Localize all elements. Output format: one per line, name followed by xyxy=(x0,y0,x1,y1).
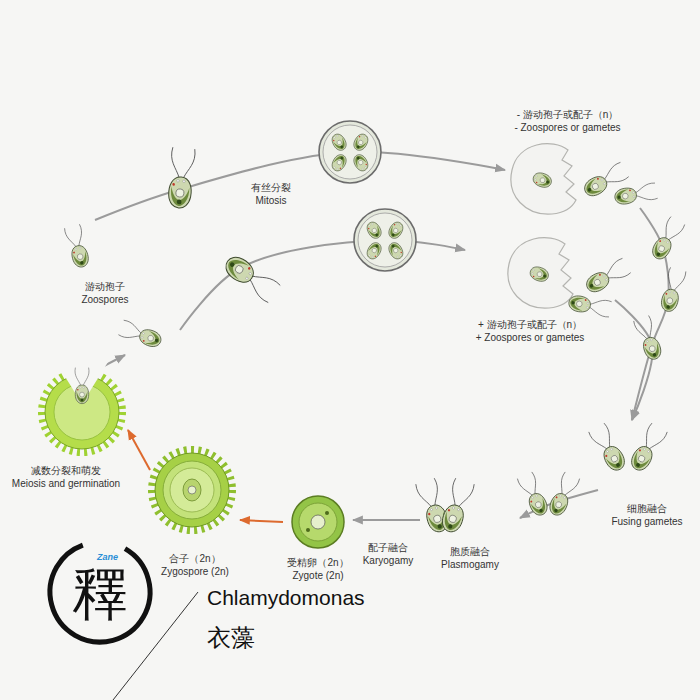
caption-text: - Zoospores or gametes xyxy=(514,121,620,134)
stage-node: + 游动孢子或配子（n）+ Zoospores or gametes xyxy=(465,230,615,350)
caption-text: Zygospore (2n) xyxy=(161,565,229,578)
pairing-gamete xyxy=(547,472,580,518)
stage-node: 受精卵（2n）Zygote (2n) xyxy=(283,490,353,586)
chinese-name: 衣藻 xyxy=(207,624,255,652)
stage-node: - 游动孢子或配子（n）- Zoospores or gametes xyxy=(505,106,655,208)
caption-text: 游动孢子 xyxy=(81,280,128,293)
process-label: 配子融合 Karyogamy xyxy=(359,540,417,568)
zygote-wall xyxy=(292,496,344,548)
zygospore-core xyxy=(183,479,201,501)
zygospore-layer xyxy=(163,461,221,519)
burst-sporangium xyxy=(508,238,573,309)
stage-caption: - 游动孢子或配子（n）- Zoospores or gametes xyxy=(514,106,620,134)
zoospore-cell xyxy=(118,320,163,350)
caption-text: Meiosis and germination xyxy=(12,477,120,490)
zygospore-nucleus xyxy=(188,486,196,494)
gamete-cell xyxy=(568,294,612,317)
zygospore-layer xyxy=(170,468,214,512)
stage-caption: 细胞融合Fusing gametes xyxy=(611,420,682,528)
process-label: 有丝分裂 Mitosis xyxy=(246,180,296,208)
stage-caption: 受精卵（2n）Zygote (2n) xyxy=(287,490,348,582)
gamete-cell xyxy=(659,267,686,313)
gamete-cell xyxy=(649,216,685,262)
gamete-cell xyxy=(614,183,658,206)
cycle-arrow xyxy=(95,152,505,220)
fusing-gamete xyxy=(628,423,668,474)
gamete-cell xyxy=(583,258,631,296)
growing-cell xyxy=(221,252,280,303)
stage-node: 细胞融合Fusing gametes xyxy=(598,420,696,532)
zygote-body xyxy=(299,503,337,541)
caption-text: 细胞融合 xyxy=(611,502,682,515)
caption-text: + 游动孢子或配子（n） xyxy=(476,318,585,331)
genus-name: Chlamydomonas xyxy=(207,586,365,610)
stage-caption: + 游动孢子或配子（n）+ Zoospores or gametes xyxy=(476,230,585,344)
caption-text: 合子（2n） xyxy=(161,552,229,565)
cycle-arrow xyxy=(615,300,653,420)
fusing-gamete xyxy=(588,423,628,474)
zygote-granule xyxy=(325,511,329,515)
stage-caption: 合子（2n）Zygospore (2n) xyxy=(161,438,229,578)
cycle-arrow xyxy=(240,520,283,522)
stage-caption: 胞质融合Plasmogamy xyxy=(441,470,499,571)
zygote-granule xyxy=(306,528,310,532)
wall-opening xyxy=(56,362,108,404)
stage-node: 合子（2n）Zygospore (2n) xyxy=(150,438,240,582)
stage-caption: 游动孢子Zoospores xyxy=(81,220,128,306)
sporangium xyxy=(354,209,416,271)
stage-node: 游动孢子Zoospores xyxy=(55,220,180,355)
logo-glyph: 釋 xyxy=(72,563,128,627)
sporangium xyxy=(319,121,381,183)
caption-text: - 游动孢子或配子（n） xyxy=(514,108,620,121)
stage-node: 胞质融合Plasmogamy xyxy=(420,470,520,575)
caption-text: Plasmogamy xyxy=(441,558,499,571)
caption-text: Zygote (2n) xyxy=(287,569,348,582)
caption-text: Zoospores xyxy=(81,293,128,306)
spiky-wall xyxy=(152,450,232,530)
zoospore-cell xyxy=(64,224,91,269)
pairing-gamete xyxy=(517,472,550,518)
zygospore-cell xyxy=(152,450,232,530)
logo-name: Zane xyxy=(97,552,118,562)
zygospore-wall xyxy=(155,453,229,527)
stage-caption: 减数分裂和萌发Meiosis and germination xyxy=(12,368,120,490)
cycle-arrow xyxy=(180,240,465,330)
germinating-zygospore xyxy=(42,362,122,452)
caption-text: 胞质融合 xyxy=(441,545,499,558)
logo-ring xyxy=(32,524,169,661)
burst-sporangium xyxy=(511,144,576,215)
growing-cell xyxy=(167,147,195,209)
caption-text: + Zoospores or gametes xyxy=(476,331,585,344)
stage-node: 减数分裂和萌发Meiosis and germination xyxy=(4,368,128,494)
zygote-cell xyxy=(292,496,344,548)
zygote-nucleus xyxy=(311,515,325,529)
cycle-arrow xyxy=(128,430,150,470)
cycle-arrow xyxy=(353,519,420,521)
caption-text: Fusing gametes xyxy=(611,515,682,528)
caption-text: 减数分裂和萌发 xyxy=(12,464,120,477)
plasmogamy-cell xyxy=(439,478,475,535)
emerging-zoospore xyxy=(75,368,89,404)
gamete-cell xyxy=(633,315,664,361)
caption-text: 受精卵（2n） xyxy=(287,556,348,569)
